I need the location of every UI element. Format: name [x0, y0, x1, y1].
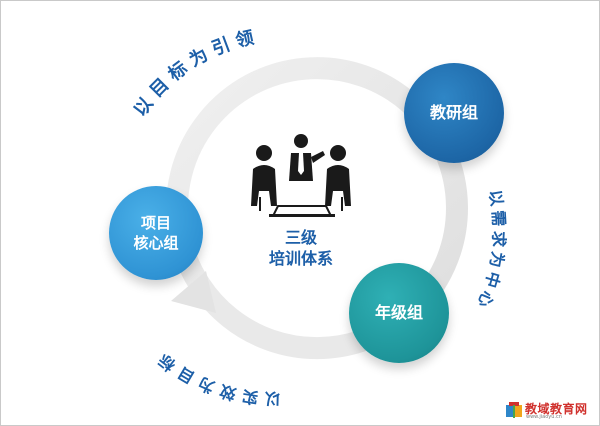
- cycle-arrowhead: [171, 271, 216, 313]
- arc-label-bottom: 以实效为目标: [151, 347, 281, 408]
- node-project-core-group: 项目 核心组: [109, 186, 203, 280]
- arc-label-top-left: 以目标为引领: [130, 25, 262, 120]
- logo-sub: www.jiaoyu.cn: [526, 414, 562, 420]
- center-title-line2: 培训体系: [268, 249, 333, 268]
- node-project-core-text: 项目 核心组: [133, 213, 178, 254]
- node-teaching-research-group: 教研组: [404, 63, 504, 163]
- node-project-core-line1: 项目: [140, 213, 171, 232]
- arc-label-bottom-path: 以实效为目标: [151, 347, 275, 408]
- arc-label-right: 以需求为中心: [472, 189, 508, 314]
- logo-name: 教域教育网: [525, 402, 588, 416]
- cycle-ring: [166, 57, 468, 360]
- book-logo-icon: [506, 402, 522, 418]
- site-logo: 教域教育网 www.jiaoyu.cn: [505, 399, 597, 423]
- node-grade-label: 年级组: [374, 303, 423, 323]
- arc-label-top-left-path: 以目标为引领: [130, 25, 256, 120]
- center-title-line1: 三级: [284, 228, 317, 247]
- center-title: 三级 培训体系: [241, 227, 361, 269]
- node-teaching-research-label: 教研组: [429, 103, 478, 123]
- node-grade-group: 年级组: [349, 263, 449, 363]
- arc-label-right-path: 以需求为中心: [472, 189, 504, 314]
- node-project-core-line2: 核心组: [133, 234, 179, 252]
- meeting-people-icon: [251, 134, 351, 217]
